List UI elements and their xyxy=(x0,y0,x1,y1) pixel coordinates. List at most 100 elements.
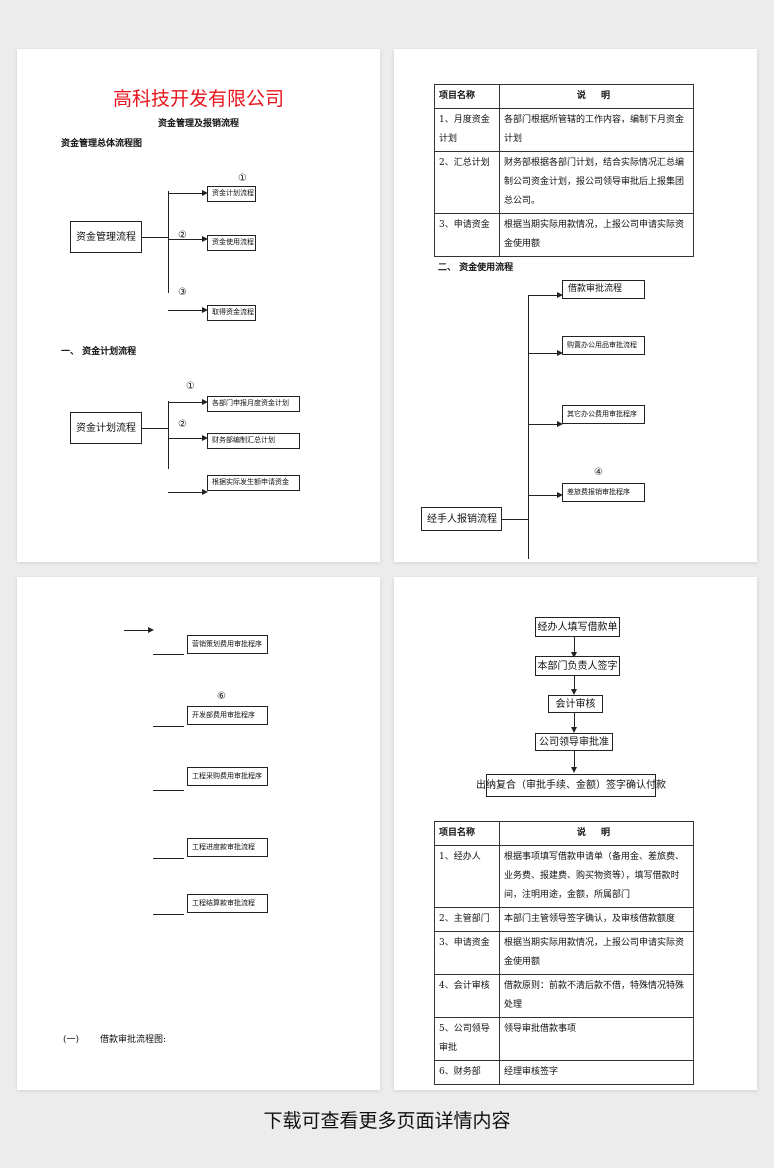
table-cell: 借款原则：前款不清后款不借，特殊情况特殊处理 xyxy=(499,974,694,1018)
connector xyxy=(142,428,168,429)
arrow-right-icon xyxy=(557,350,563,356)
arrow-right-icon xyxy=(557,421,563,427)
table-cell: 3、申请资金 xyxy=(434,931,500,975)
arrow-right-icon xyxy=(202,489,208,495)
flow-box: 工程采购费用审批程序 xyxy=(187,767,268,786)
table-cell: 根据当期实际用款情况，上报公司申请实际资金使用额 xyxy=(499,931,694,975)
connector xyxy=(168,438,204,439)
caption: 借款审批流程图: xyxy=(100,1035,167,1045)
arrow-right-icon xyxy=(202,399,208,405)
table-cell: 1、经办人 xyxy=(434,845,500,908)
download-more-link[interactable]: 下载可查看更多页面详情内容 xyxy=(263,1110,511,1132)
arrow-right-icon xyxy=(202,190,208,196)
connector xyxy=(153,654,184,655)
plan-flow-box: 资金计划流程 xyxy=(70,412,142,444)
connector xyxy=(574,676,575,692)
page-4: 经办人填写借款单 本部门负责人签字 会计审核 公司领导审批准 出纳复合（审批手续… xyxy=(394,577,757,1090)
flow-box: 资金使用流程 xyxy=(207,235,256,251)
step-number: ① xyxy=(238,173,247,184)
table-cell: 1、月度资金计划 xyxy=(434,108,500,152)
table-row: 4、会计审核 借款原则：前款不清后款不借，特殊情况特殊处理 xyxy=(434,974,694,1018)
table-cell: 本部门主管领导签字确认，及审核借款额度 xyxy=(499,907,694,932)
table-header-row: 项目名称 说 明 xyxy=(434,84,694,109)
step-number: ⑥ xyxy=(217,691,226,702)
step-number: ② xyxy=(178,230,187,241)
connector xyxy=(168,492,204,493)
section-heading: 一、 资金计划流程 xyxy=(61,347,137,357)
connector xyxy=(574,637,575,654)
table-cell: 领导审批借款事项 xyxy=(499,1017,694,1061)
flow-box: 各部门申报月度资金计划 xyxy=(207,396,300,412)
table-cell: 2、汇总计划 xyxy=(434,151,500,214)
flow-box: 根据实际发生额申请资金 xyxy=(207,475,300,491)
flow-step: 本部门负责人签字 xyxy=(535,656,620,676)
flow-box: 资金计划流程 xyxy=(207,186,256,202)
step-number: ① xyxy=(186,381,195,392)
arrow-right-icon xyxy=(202,307,208,313)
connector xyxy=(168,193,204,194)
company-title: 高科技开发有限公司 xyxy=(112,88,284,110)
document-subtitle: 资金管理及报销流程 xyxy=(157,119,239,129)
plan-table: 项目名称 说 明 1、月度资金计划 各部门根据所管辖的工作内容，编制下月资金计划… xyxy=(434,84,694,257)
flow-box: 借款审批流程 xyxy=(562,280,645,299)
connector xyxy=(168,402,204,403)
table-row: 1、经办人 根据事项填写借款申请单（备用金、差旅费、业务费、报建费、购买物资等）… xyxy=(434,845,694,908)
page-2: 项目名称 说 明 1、月度资金计划 各部门根据所管辖的工作内容，编制下月资金计划… xyxy=(394,49,757,562)
arrow-right-icon xyxy=(202,236,208,242)
connector xyxy=(142,237,168,238)
table-row: 3、申请资金 根据当期实际用款情况，上报公司申请实际资金使用额 xyxy=(434,213,694,257)
connector xyxy=(153,914,184,915)
arrow-right-icon xyxy=(202,435,208,441)
table-header: 项目名称 xyxy=(434,84,500,109)
flow-box: 营销策划费用审批程序 xyxy=(187,635,268,654)
table-row: 1、月度资金计划 各部门根据所管辖的工作内容，编制下月资金计划 xyxy=(434,108,694,152)
table-header: 说 明 xyxy=(499,821,694,846)
overview-heading: 资金管理总体流程图 xyxy=(61,139,143,149)
page-1: 高科技开发有限公司 资金管理及报销流程 资金管理总体流程图 资金管理流程 ① 资… xyxy=(17,49,380,562)
connector xyxy=(168,401,169,469)
table-row: 2、汇总计划 财务部根据各部门计划，结合实际情况汇总编制公司资金计划，报公司领导… xyxy=(434,151,694,214)
step-number: ③ xyxy=(178,287,187,298)
flow-box: 工程进度款审批流程 xyxy=(187,838,268,857)
table-row: 5、公司领导审批 领导审批借款事项 xyxy=(434,1017,694,1061)
table-row: 3、申请资金 根据当期实际用款情况，上报公司申请实际资金使用额 xyxy=(434,931,694,975)
table-cell: 根据事项填写借款申请单（备用金、差旅费、业务费、报建费、购买物资等），填写借款时… xyxy=(499,845,694,908)
table-cell: 4、会计审核 xyxy=(434,974,500,1018)
flow-box: 财务部编制汇总计划 xyxy=(207,433,300,449)
connector xyxy=(168,310,204,311)
table-cell: 5、公司领导审批 xyxy=(434,1017,500,1061)
connector xyxy=(528,424,559,425)
connector xyxy=(528,353,559,354)
arrow-right-icon xyxy=(148,627,154,633)
arrow-right-icon xyxy=(557,292,563,298)
connector xyxy=(502,519,528,520)
flow-step: 会计审核 xyxy=(548,695,603,713)
flow-step: 公司领导审批准 xyxy=(535,733,613,751)
flow-box: 取得资金流程 xyxy=(207,305,256,321)
step-number: ④ xyxy=(594,467,603,478)
arrow-down-icon xyxy=(571,652,577,658)
connector xyxy=(574,713,575,729)
flow-box: 工程结算款审批流程 xyxy=(187,894,268,913)
table-cell: 财务部根据各部门计划，结合实际情况汇总编制公司资金计划，报公司领导审批后上报集团… xyxy=(499,151,694,214)
table-cell: 经理审核签字 xyxy=(499,1060,694,1085)
flow-box: 其它办公费用审批程序 xyxy=(562,405,645,424)
page-3: 营销策划费用审批程序 ⑥ 开发部费用审批程序 工程采购费用审批程序 工程进度款审… xyxy=(17,577,380,1090)
fund-management-box: 资金管理流程 xyxy=(70,221,142,253)
table-header: 项目名称 xyxy=(434,821,500,846)
connector xyxy=(168,239,204,240)
table-row: 2、主管部门 本部门主管领导签字确认，及审核借款额度 xyxy=(434,907,694,932)
table-header-row: 项目名称 说 明 xyxy=(434,821,694,846)
flow-box: 购置办公用品审批流程 xyxy=(562,336,645,355)
connector xyxy=(574,751,575,769)
connector xyxy=(528,295,529,559)
section-heading: 二、 资金使用流程 xyxy=(438,263,514,273)
connector xyxy=(528,295,559,296)
flow-step: 经办人填写借款单 xyxy=(535,617,620,637)
connector xyxy=(168,191,169,293)
table-row: 6、财务部 经理审核签字 xyxy=(434,1060,694,1085)
arrow-down-icon xyxy=(571,727,577,733)
arrow-right-icon xyxy=(557,492,563,498)
flow-box: 开发部费用审批程序 xyxy=(187,706,268,725)
connector xyxy=(153,726,184,727)
